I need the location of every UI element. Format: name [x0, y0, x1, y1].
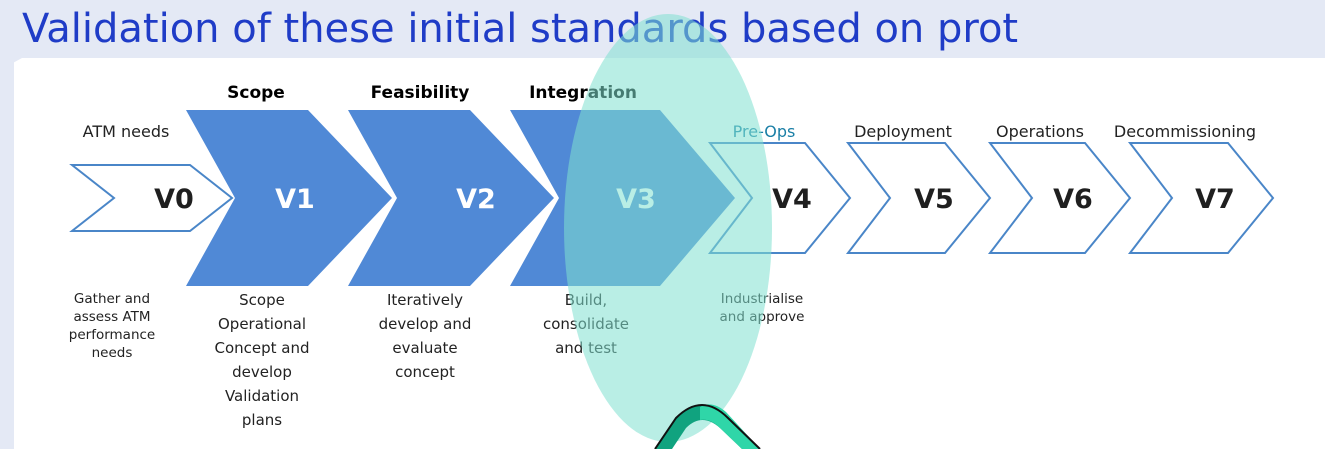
- highlight-ellipse: [564, 14, 772, 442]
- svg-text:develop and: develop and: [379, 315, 472, 333]
- chevron-v6: [987, 142, 1132, 254]
- phase-scope-label: Scope: [227, 83, 285, 103]
- svg-text:develop: develop: [232, 363, 292, 381]
- chevron-v7: [1127, 142, 1275, 254]
- svg-text:Scope: Scope: [239, 291, 285, 309]
- chevron-v5: [845, 142, 992, 254]
- stage-v6-label: V6: [1053, 184, 1093, 215]
- svg-text:Iteratively: Iteratively: [387, 291, 463, 309]
- svg-text:assess ATM: assess ATM: [73, 309, 150, 325]
- stage-v0-description: Gather and assess ATM performance needs: [69, 291, 155, 361]
- stage-v5-label: V5: [914, 184, 954, 215]
- left-edge-band: [0, 0, 14, 449]
- stage-v1-label: V1: [275, 184, 315, 215]
- svg-text:Gather and: Gather and: [74, 291, 150, 307]
- svg-text:evaluate: evaluate: [392, 339, 457, 357]
- phase-feasibility-label: Feasibility: [371, 83, 470, 103]
- stage-v7-top-label: Decommissioning: [1114, 122, 1256, 141]
- stage-v4-label: V4: [772, 184, 812, 215]
- slide-title: Validation of these initial standards ba…: [22, 6, 1018, 52]
- svg-text:Validation: Validation: [225, 387, 299, 405]
- svg-text:concept: concept: [395, 363, 455, 381]
- chevron-v1: [186, 110, 392, 286]
- ring-icon: [654, 404, 761, 449]
- stage-v5-top-label: Deployment: [854, 122, 952, 141]
- stage-v0-top-label: ATM needs: [83, 122, 170, 141]
- svg-text:performance: performance: [69, 327, 155, 343]
- chevron-v0: [69, 164, 234, 232]
- stage-v1-description: Scope Operational Concept and develop Va…: [214, 291, 309, 429]
- svg-text:Operational: Operational: [218, 315, 306, 333]
- svg-text:Concept and: Concept and: [214, 339, 309, 357]
- stage-v7-label: V7: [1195, 184, 1235, 215]
- stage-v6-top-label: Operations: [996, 122, 1084, 141]
- stage-v2-label: V2: [456, 184, 496, 215]
- svg-text:needs: needs: [92, 345, 133, 361]
- svg-text:plans: plans: [242, 411, 282, 429]
- stage-v0-label: V0: [154, 184, 194, 215]
- chevron-v2: [348, 110, 554, 286]
- stage-v2-description: Iteratively develop and evaluate concept: [379, 291, 472, 381]
